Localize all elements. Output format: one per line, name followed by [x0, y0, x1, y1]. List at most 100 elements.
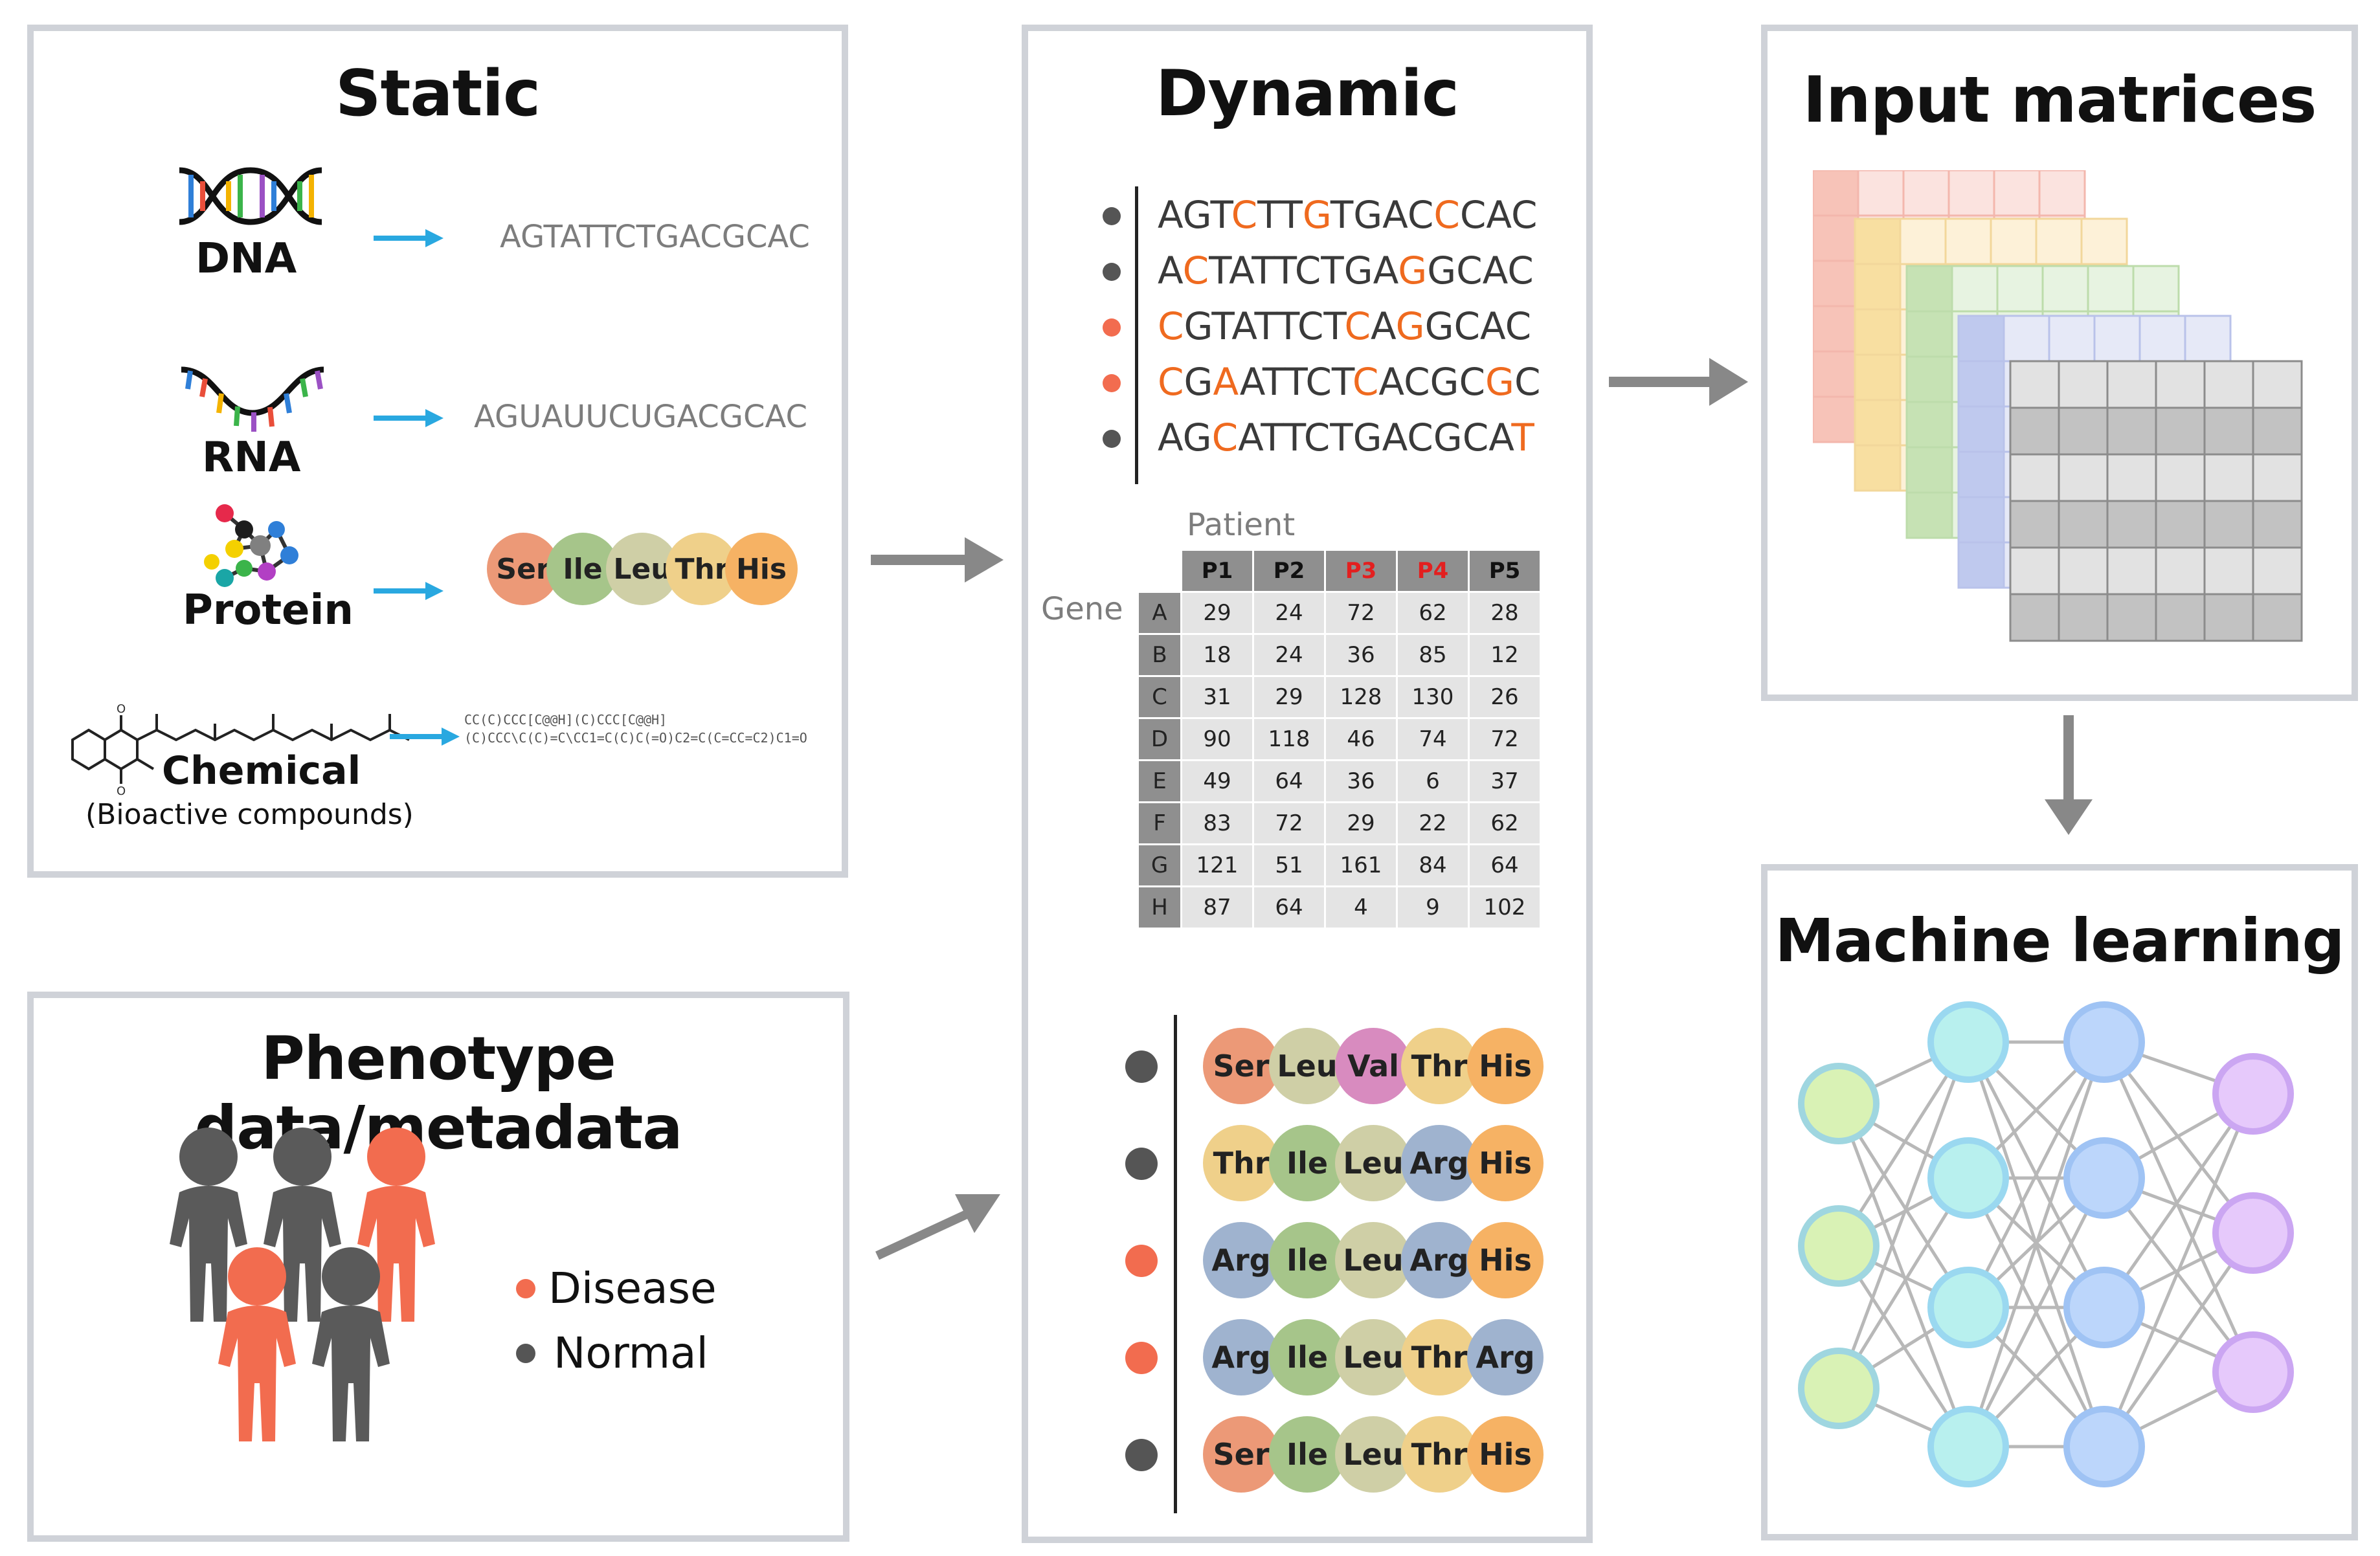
table-cell: 31: [1180, 675, 1254, 719]
residue-his: His: [725, 533, 798, 605]
residue-leu: Leu: [1335, 1222, 1411, 1298]
residue-ile: Ile: [1269, 1222, 1345, 1298]
protein-divider: [1174, 1015, 1177, 1513]
table-cell: 64: [1252, 759, 1326, 803]
static-to-dynamic-arrow-icon: [871, 537, 1004, 583]
base-run: AGT: [1158, 193, 1231, 237]
residue-leu: Leu: [1335, 1319, 1411, 1395]
table-cell: 22: [1396, 801, 1470, 845]
table-row-header: D: [1137, 717, 1182, 761]
table-cell: 161: [1324, 843, 1398, 887]
static-title: Static: [335, 57, 541, 131]
table-cell: 36: [1324, 633, 1398, 677]
network-node: [2063, 1001, 2145, 1083]
table-cell: 128: [1324, 675, 1398, 719]
input-to-ml-arrow-icon: [2045, 715, 2093, 835]
table-cell: 90: [1180, 717, 1254, 761]
base-run: TT: [1257, 193, 1303, 237]
table-cell: 62: [1468, 801, 1542, 845]
phenotype-to-dynamic-arrow-icon: [875, 1194, 1000, 1260]
dynamic-title: Dynamic: [1156, 57, 1459, 131]
phenotype-panel: Phenotype data/metadata Disease Normal: [27, 992, 849, 1542]
residue-thr: Thr: [1401, 1319, 1477, 1395]
machine-learning-title: Machine learning: [1775, 906, 2345, 975]
machine-learning-panel: Machine learning: [1761, 864, 2358, 1540]
table-cell: 87: [1180, 885, 1254, 929]
legend-normal: Normal: [516, 1328, 708, 1378]
base-run: AG: [1158, 416, 1212, 460]
mutated-base: C: [1158, 304, 1184, 348]
dna-sequence: AGTATTCTGACGCAC: [500, 219, 810, 255]
rna-sequence: AGUAUUCUGACGCAC: [474, 399, 807, 435]
matrix-layer: [2009, 360, 2303, 642]
network-edge: [1966, 1041, 2106, 1309]
chemical-arrow-icon: [390, 728, 460, 746]
table-row-header: H: [1137, 885, 1182, 929]
mutated-base: G: [1395, 304, 1425, 348]
residue-val: Val: [1335, 1028, 1411, 1104]
table-cell: 84: [1396, 843, 1470, 887]
protein-status-dot: [1125, 1050, 1158, 1083]
table-cell: 72: [1324, 591, 1398, 635]
sequence-status-dot: [1103, 374, 1121, 392]
residue-ser: Ser: [1203, 1416, 1279, 1493]
table-cell: 51: [1252, 843, 1326, 887]
chemical-smiles-line1: CC(C)CCC[C@@H](C)CCC[C@@H]: [464, 712, 668, 728]
network-node: [2212, 1053, 2294, 1135]
chemical-label: Chemical: [162, 748, 361, 794]
base-run: TGAC: [1330, 193, 1434, 237]
person-icon-4: [218, 1247, 296, 1441]
network-node: [1798, 1063, 1880, 1144]
legend-disease-label: Disease: [548, 1263, 717, 1313]
chemical-smiles-line2: (C)CCC\C(C)=C\CC1=C(C)C(=O)C2=C(C=CC=C2)…: [464, 730, 807, 746]
chemical-smiles: CC(C)CCC[C@@H](C)CCC[C@@H] (C)CCC\C(C)=C…: [464, 711, 807, 747]
protein-status-dot: [1125, 1342, 1158, 1374]
table-column-header: P2: [1252, 549, 1326, 593]
residue-his: His: [1467, 1125, 1544, 1201]
table-corner: [1137, 549, 1182, 593]
sequence-status-dot: [1103, 263, 1121, 281]
rna-strand-icon: [181, 366, 324, 432]
person-icon-5: [312, 1247, 390, 1441]
base-run: ATTCT: [1239, 360, 1353, 404]
table-gene-title: Gene: [1041, 591, 1123, 627]
table-cell: 28: [1468, 591, 1542, 635]
table-row-header: E: [1137, 759, 1182, 803]
table-cell: 72: [1252, 801, 1326, 845]
base-run: GTATTCT: [1184, 304, 1345, 348]
table-cell: 64: [1252, 885, 1326, 929]
input-matrices-title: Input matrices: [1802, 63, 2317, 137]
mutated-base: G: [1485, 360, 1514, 404]
residue-his: His: [1467, 1416, 1544, 1493]
table-cell: 29: [1252, 675, 1326, 719]
table-cell: 37: [1468, 759, 1542, 803]
base-run: A: [1370, 304, 1396, 348]
stacked-matrices-icon: [1813, 170, 2303, 642]
protein-status-dot: [1125, 1245, 1158, 1277]
table-cell: 29: [1180, 591, 1254, 635]
residue-thr: Thr: [1401, 1028, 1477, 1104]
base-run: CAC: [1459, 193, 1538, 237]
mutated-base: G: [1398, 249, 1428, 293]
table-patient-title: Patient: [1187, 507, 1296, 543]
dna-sequence-row: ACTATTCTGAGGCAC: [1158, 249, 1534, 293]
network-edge: [2103, 1177, 2254, 1373]
table-cell: 121: [1180, 843, 1254, 887]
mutated-base: C: [1158, 360, 1184, 404]
dna-helix-icon: [179, 167, 322, 225]
residue-ile: Ile: [1269, 1416, 1345, 1493]
table-cell: 72: [1468, 717, 1542, 761]
network-edge: [2102, 1093, 2255, 1309]
table-cell: 4: [1324, 885, 1398, 929]
table-cell: 29: [1324, 801, 1398, 845]
protein-label: Protein: [183, 586, 354, 634]
network-edge: [1837, 1177, 1970, 1390]
mutated-base: C: [1231, 193, 1258, 237]
legend-disease: Disease: [516, 1263, 717, 1313]
table-cell: 64: [1468, 843, 1542, 887]
